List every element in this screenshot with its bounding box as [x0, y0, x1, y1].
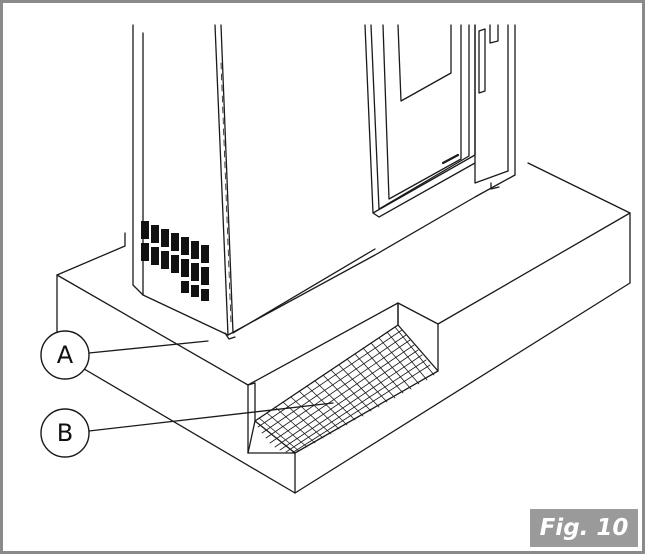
callout-b-leader	[88, 402, 334, 432]
figure-caption: Fig. 10	[530, 509, 638, 547]
callout-a-label: A	[57, 341, 74, 369]
vent-grille	[141, 221, 209, 301]
stove-body	[132, 24, 516, 340]
callout-b-label: B	[57, 419, 73, 447]
stove-door	[364, 24, 509, 218]
tray-recess	[247, 302, 439, 494]
callout-b: B	[40, 408, 90, 458]
pedestal-base	[56, 162, 631, 494]
line-drawing: A B	[40, 24, 631, 494]
tray-grid	[257, 326, 435, 454]
callout-a-leader	[88, 340, 209, 354]
callout-a: A	[40, 330, 90, 380]
